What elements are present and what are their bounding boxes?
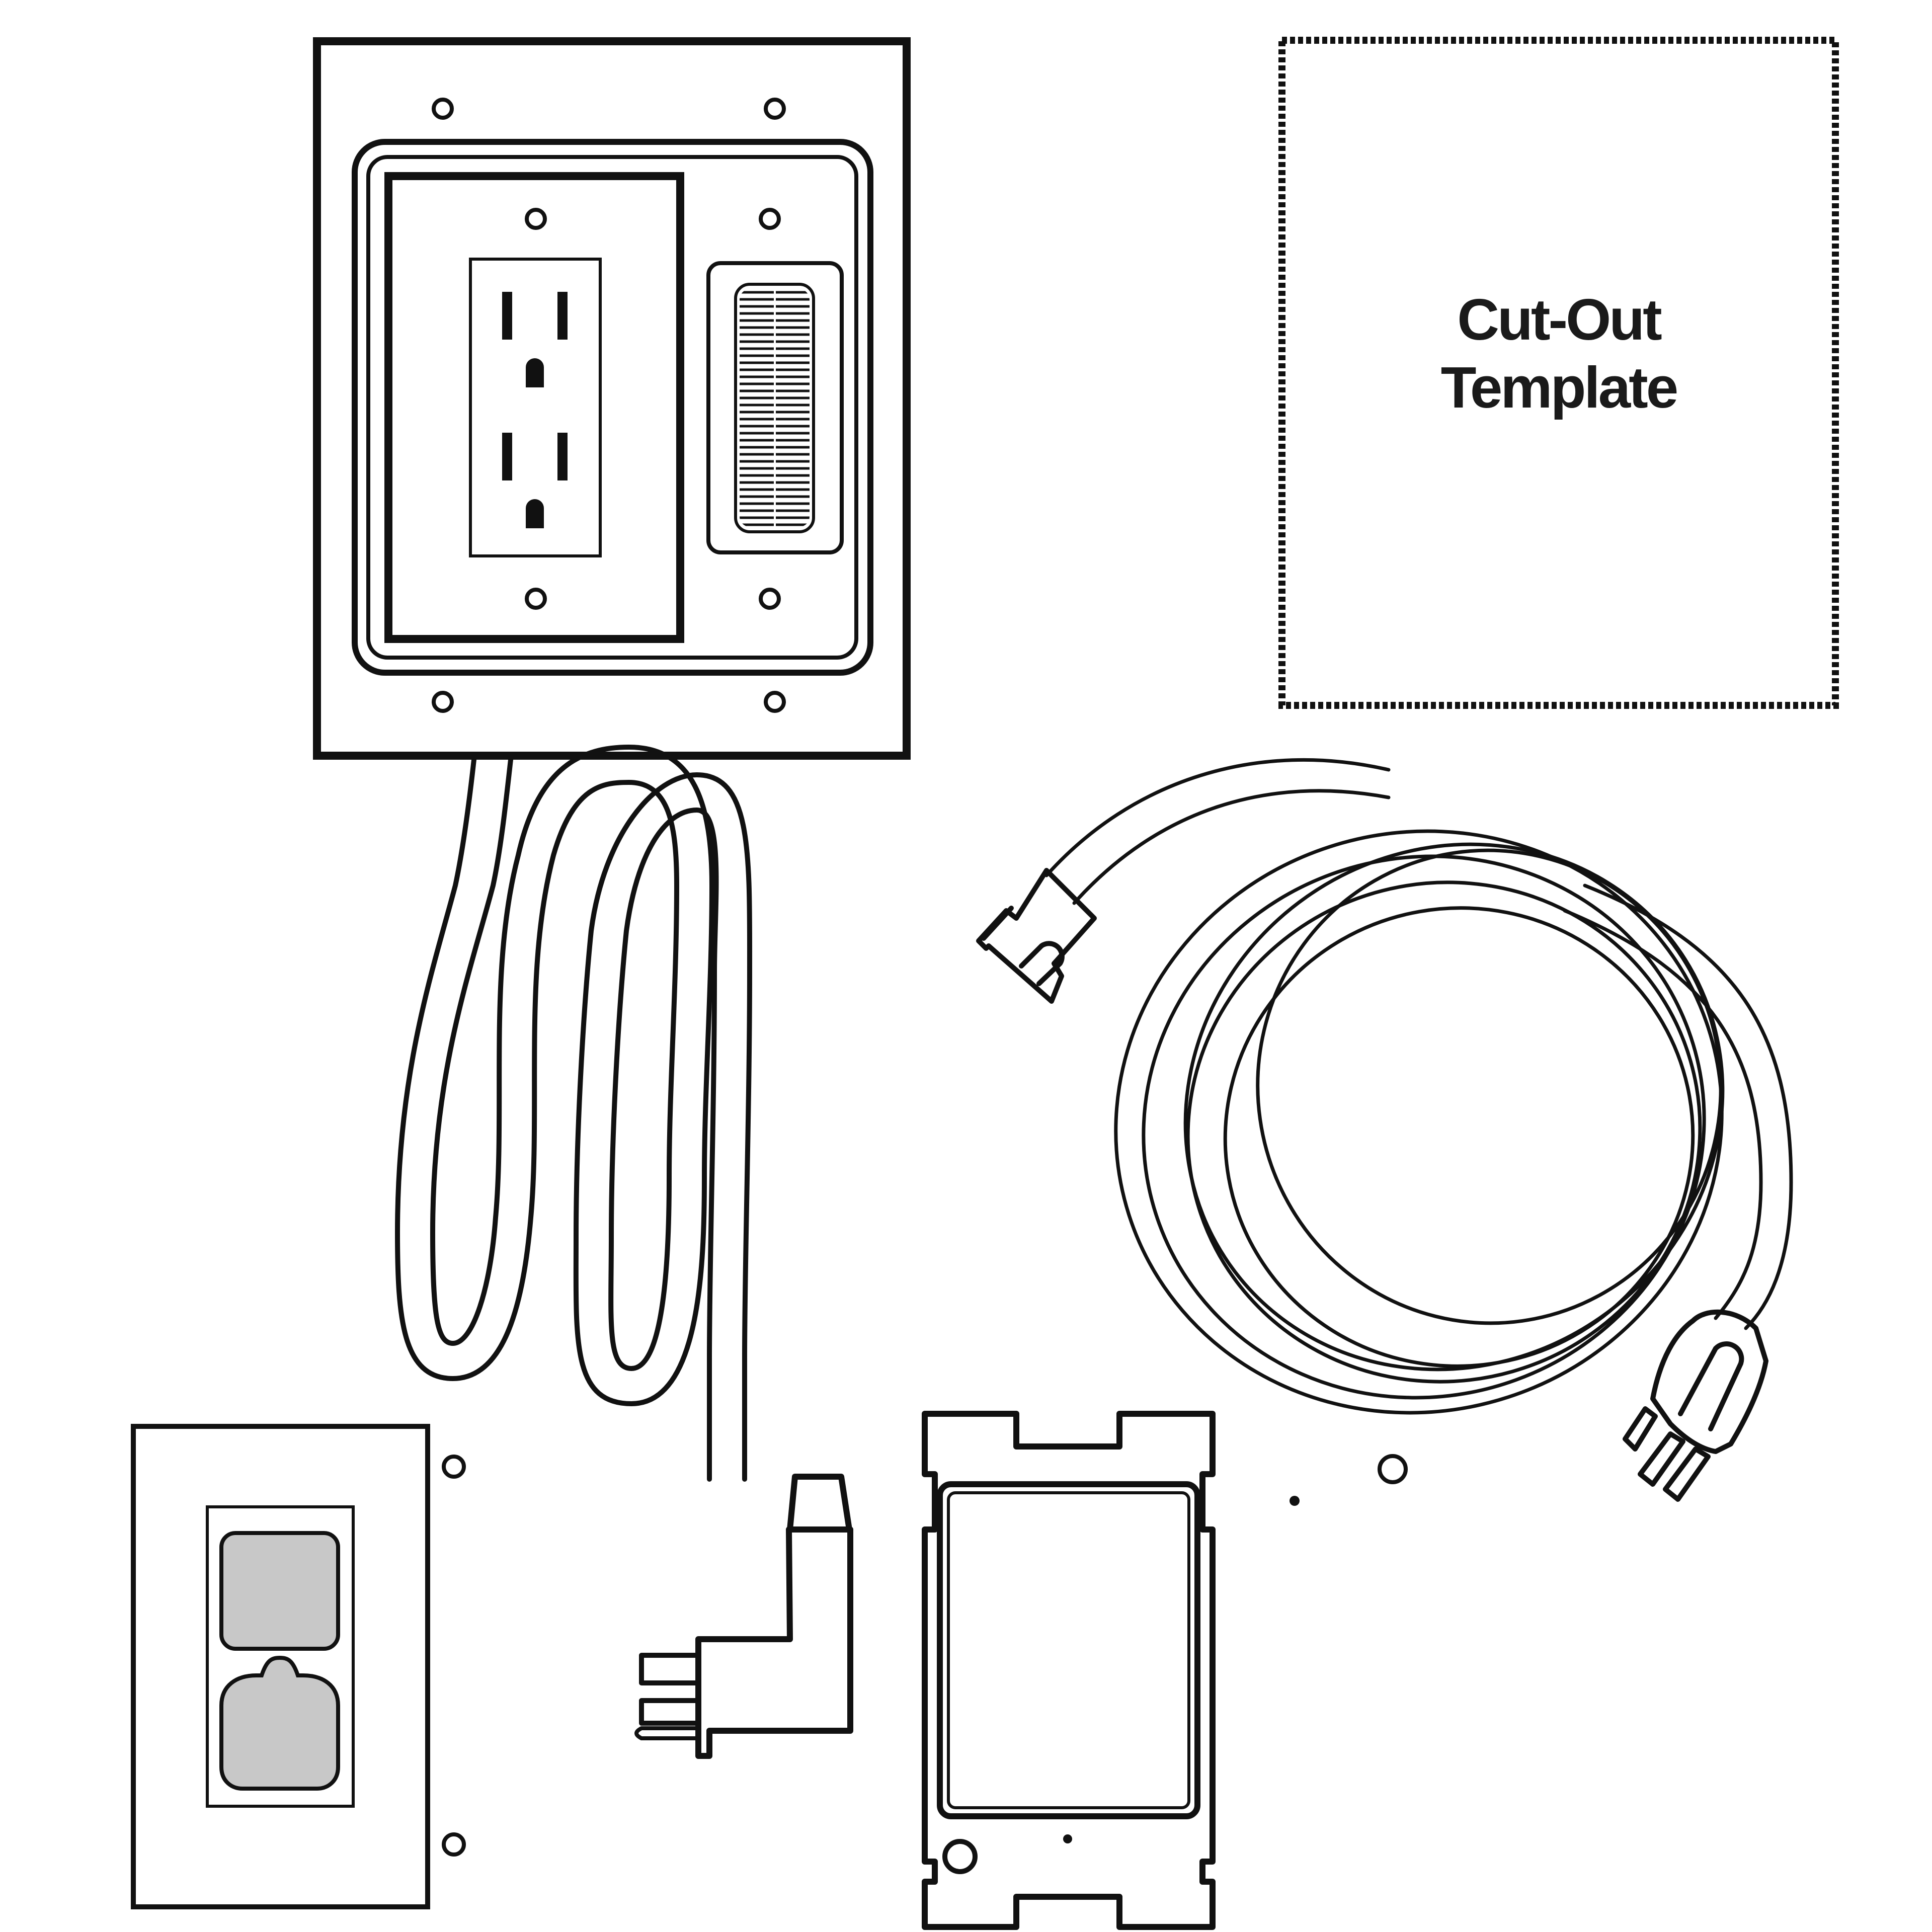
loose-hardware bbox=[1290, 1454, 1408, 1506]
template-title-line1: Cut-Out bbox=[1457, 287, 1662, 352]
cut-out-template-icon: Cut-Out Template bbox=[1278, 37, 1839, 709]
template-title-line2: Template bbox=[1441, 355, 1677, 420]
recessed-outlet-box-icon bbox=[313, 37, 911, 760]
coiled-extension-cord-icon bbox=[976, 758, 1793, 1502]
right-angle-plug-icon bbox=[395, 745, 853, 1759]
duplex-cover-plate-icon bbox=[131, 1424, 466, 1909]
low-voltage-mounting-bracket-icon bbox=[922, 1411, 1216, 1930]
duplex-receptacle-icon bbox=[384, 172, 684, 643]
brush-pass-through-icon bbox=[706, 208, 844, 610]
